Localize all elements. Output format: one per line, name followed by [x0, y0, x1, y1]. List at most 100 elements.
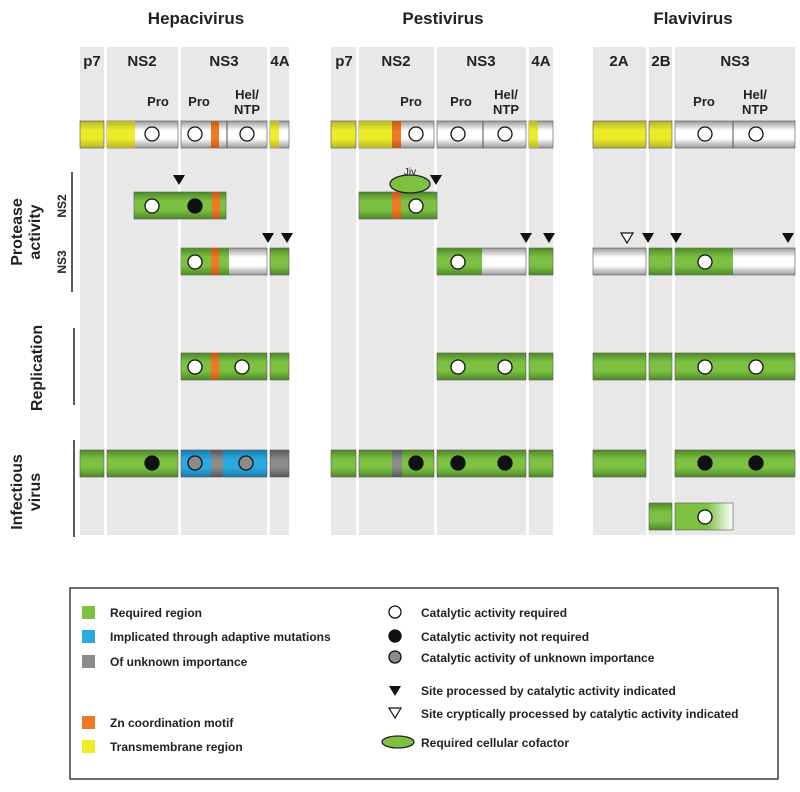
bar-flavi-ns3: [674, 120, 796, 149]
legend-label-catalytic-unknown: Catalytic activity of unknown importance: [421, 651, 655, 665]
bar-hepaci-ns3-protease-zn: [211, 248, 219, 275]
legend: Required region Implicated through adapt…: [69, 587, 779, 780]
bar-pesti-p7-infectious: [330, 449, 357, 478]
marker-flavi-ns3-pro: [697, 126, 713, 142]
legend-label-catalytic-not-required: Catalytic activity not required: [421, 630, 589, 644]
bar-hepaci-ns3-zn: [211, 121, 219, 148]
row-label-infectious-1: Infectious: [9, 454, 26, 530]
bar-pesti-4a-tm: [529, 121, 538, 148]
marker-hepaci-ns2-protease-black: [187, 198, 203, 214]
marker-hepaci-ns2-infectious-black: [144, 455, 160, 471]
legend-swatch-adaptive: [82, 630, 95, 643]
legend-label-zinc: Zn coordination motif: [110, 716, 234, 730]
marker-pesti-ns2-protease-white: [408, 198, 424, 214]
site-flavi-ns3-ns4a: [782, 233, 794, 243]
virus-title-flavivirus: Flavivirus: [653, 9, 732, 28]
bar-pesti-ns2-zn: [392, 121, 401, 148]
bar-flavi-2b-replication: [648, 352, 673, 381]
site-flavi-2b-ns3: [670, 233, 682, 243]
bar-hepaci-p7-infectious: [79, 449, 105, 478]
marker-flavi-ns3-protease-white: [697, 254, 713, 270]
legend-frame: [69, 587, 779, 780]
col-label-hepaci-4a: 4A: [270, 53, 289, 70]
col-label-pesti-p7: p7: [335, 53, 353, 70]
marker-flavi-ns3-replication-pro: [697, 359, 713, 375]
marker-pesti-ns3-hel: [497, 126, 513, 142]
site-hepaci-ns2-ns3: [173, 175, 185, 185]
marker-hepaci-ns3-replication-hel: [234, 359, 250, 375]
dom-label-hepaci-hel-1: Hel/: [235, 87, 259, 102]
row-label-protease-ns3: NS3: [55, 250, 69, 274]
col-label-flavi-2a: 2A: [609, 53, 628, 70]
legend-swatch-required: [82, 606, 95, 619]
col-label-hepaci-ns2: NS2: [127, 53, 156, 70]
virus-title-hepacivirus: Hepacivirus: [148, 9, 244, 28]
bar-flavi-ns3-replication: [674, 352, 796, 381]
marker-pesti-ns2-pro: [408, 126, 424, 142]
row-label-replication: Replication: [29, 325, 46, 411]
legend-label-transmembrane: Transmembrane region: [110, 740, 243, 754]
marker-flavi-ns3-infectious-hel: [748, 455, 764, 471]
bar-pesti-4a-replication: [528, 352, 554, 381]
legend-label-unknown: Of unknown importance: [110, 655, 248, 669]
marker-hepaci-ns2-protease-white: [144, 198, 160, 214]
col-label-pesti-ns2: NS2: [381, 53, 410, 70]
marker-pesti-ns3-protease-white: [450, 254, 466, 270]
top-bars: [79, 120, 796, 149]
legend-symbol-triangle-filled: [389, 686, 401, 696]
legend-label-required: Required region: [110, 606, 202, 620]
site-hepaci-4a-4b: [281, 233, 293, 243]
col-label-hepaci-ns3: NS3: [209, 53, 238, 70]
site-pesti-ns2-ns3: [430, 175, 442, 185]
marker-pesti-ns3-replication-hel: [497, 359, 513, 375]
marker-flavi-ns3-hel: [748, 126, 764, 142]
col-label-hepaci-p7: p7: [83, 53, 101, 70]
col-bg-flavi-2b: [649, 47, 672, 535]
marker-hepaci-ns3-replication-pro: [187, 359, 203, 375]
bar-hepaci-ns3-replication-zn: [211, 353, 219, 380]
row-label-protease-2: activity: [27, 204, 44, 259]
bar-hepaci-ns3-infectious-gray: [211, 450, 223, 477]
bar-hepaci-ns2-tm: [107, 121, 135, 148]
legend-swatch-zinc: [82, 716, 95, 729]
dom-label-flavi-hel-2: NTP: [742, 102, 768, 117]
bar-flavi-ns3-infectious: [674, 449, 796, 478]
col-label-flavi-ns3: NS3: [720, 53, 749, 70]
bar-flavi-2b: [648, 120, 673, 149]
dom-label-flavi-hel-1: Hel/: [743, 87, 767, 102]
bar-flavi-2a-replication: [592, 352, 647, 381]
marker-flavi-ns3-infectious-pro: [697, 455, 713, 471]
marker-hepaci-ns3-infectious-pro: [187, 455, 203, 471]
legend-symbol-circle-black: [388, 629, 402, 643]
bar-pesti-ns3: [436, 120, 527, 149]
marker-pesti-ns2-infectious-black: [408, 455, 424, 471]
row-label-infectious-2: virus: [27, 473, 44, 511]
dom-label-pesti-ns3-pro: Pro: [450, 94, 472, 109]
dom-label-pesti-hel-2: NTP: [493, 102, 519, 117]
site-flavi-2a-cryptic: [619, 232, 635, 245]
marker-hepaci-ns3-infectious-hel: [238, 455, 254, 471]
cofactor-jiv: [389, 174, 431, 194]
bar-hepaci-ns3-replication: [180, 352, 268, 381]
legend-label-catalytic-required: Catalytic activity required: [421, 606, 567, 620]
marker-flavi-ns3-replication-hel: [748, 359, 764, 375]
row-infectious: [79, 449, 796, 531]
bar-pesti-ns2-tm: [359, 121, 392, 148]
legend-swatch-unknown: [82, 655, 95, 668]
bar-hepaci-4a-infectious: [269, 449, 290, 478]
bar-pesti-ns2-protease-zn: [392, 192, 401, 219]
marker-hepaci-ns3-hel: [239, 126, 255, 142]
legend-swatch-transmembrane: [82, 740, 95, 753]
marker-pesti-ns3-infectious-hel: [497, 455, 513, 471]
bar-pesti-ns2-infectious-gray: [392, 450, 402, 477]
dom-label-flavi-ns3-pro: Pro: [693, 94, 715, 109]
dom-label-pesti-hel-1: Hel/: [494, 87, 518, 102]
legend-symbol-cofactor: [381, 735, 415, 749]
bar-pesti-4a-protease: [528, 247, 554, 276]
bar-hepaci-ns2-protease-zn: [212, 192, 220, 219]
dom-label-hepaci-ns3-pro: Pro: [188, 94, 210, 109]
bar-hepaci-ns2-infectious: [106, 449, 179, 478]
row-label-protease-1: Protease: [9, 198, 26, 266]
marker-hepaci-ns3-pro: [187, 126, 203, 142]
